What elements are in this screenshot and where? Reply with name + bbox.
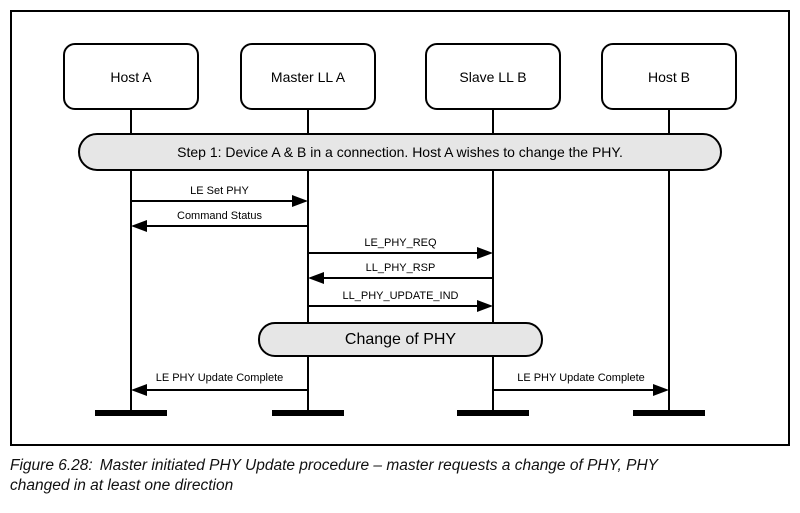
message-label-ll-phy-update-ind: LL_PHY_UPDATE_IND [342,290,459,302]
arrowhead-left-icon [131,220,147,232]
arrowhead-right-icon [477,247,493,259]
message-line [308,305,478,307]
change-of-phy-text: Change of PHY [344,330,457,348]
figure-caption-line2: changed in at least one direction [10,477,234,494]
termination-bar-master-ll-a [272,410,344,416]
message-line [493,389,653,391]
message-label-le-set-phy: LE Set PHY [190,185,249,197]
figure-caption-number: Figure 6.28: [10,457,93,474]
message-label-command-status: Command Status [177,210,262,222]
termination-bar-host-b [633,410,705,416]
arrowhead-right-icon [653,384,669,396]
lifeline-host-b [668,110,670,413]
message-label-le-phy-req: LE_PHY_REQ [364,237,437,249]
termination-bar-host-a [95,410,167,416]
lifeline-master-ll-a [307,110,309,413]
message-line [131,200,293,202]
message-line [323,277,493,279]
actor-box-slave-ll-b: Slave LL B [425,43,561,110]
change-of-phy-box: Change of PHY [258,322,543,357]
termination-bar-slave-ll-b [457,410,529,416]
actor-label: Slave LL B [459,68,527,85]
message-label-ll-phy-rsp: LL_PHY_RSP [365,262,436,274]
step-banner: Step 1: Device A & B in a connection. Ho… [78,133,722,171]
actor-box-host-b: Host B [601,43,737,110]
actor-box-host-a: Host A [63,43,199,110]
lifeline-host-a [130,110,132,413]
actor-label: Master LL A [270,68,346,85]
arrowhead-left-icon [131,384,147,396]
arrowhead-right-icon [477,300,493,312]
message-line [146,389,308,391]
figure-caption-line1: Master initiated PHY Update procedure – … [99,457,659,474]
actor-label: Host A [110,68,152,85]
arrowhead-left-icon [308,272,324,284]
lifeline-slave-ll-b [492,110,494,413]
message-label-le-phy-update-complete-right: LE PHY Update Complete [517,372,645,384]
actor-box-master-ll-a: Master LL A [240,43,376,110]
figure-caption: Figure 6.28: Master initiated PHY Update … [10,456,796,496]
step-banner-text: Step 1: Device A & B in a connection. Ho… [177,144,623,160]
message-line [308,252,478,254]
message-line [146,225,308,227]
message-label-le-phy-update-complete-left: LE PHY Update Complete [155,372,284,384]
arrowhead-right-icon [292,195,308,207]
actor-label: Host B [647,68,690,85]
